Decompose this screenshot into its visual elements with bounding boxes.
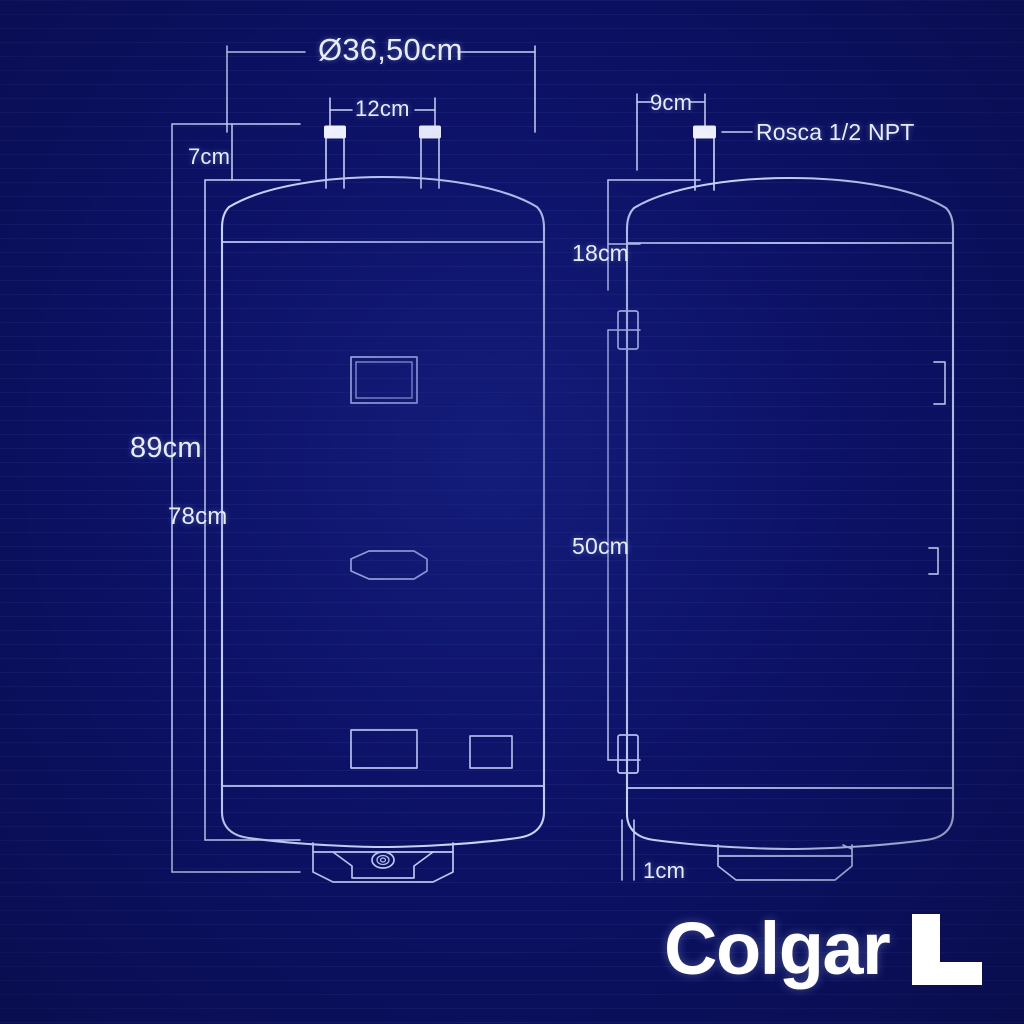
dim-label-overall-height: 89cm — [130, 432, 202, 464]
dim-label-side-dome-height: 18cm — [572, 240, 630, 266]
brand-mark-l-glyph — [912, 914, 982, 985]
brand-wordmark: Colgar — [664, 907, 891, 990]
dim-label-nipple-spacing: 12cm — [355, 96, 410, 121]
dim-label-base-height: 1cm — [643, 858, 686, 883]
dim-label-body-height: 78cm — [168, 503, 228, 530]
dim-label-side-body-height: 50cm — [572, 533, 630, 559]
dim-label-nipple-height: 7cm — [188, 144, 231, 169]
dim-label-diameter: Ø36,50cm — [318, 32, 463, 67]
annotation-thread-callout: Rosca 1/2 NPT — [756, 119, 915, 145]
dim-label-side-nipple-offset: 9cm — [650, 90, 693, 115]
